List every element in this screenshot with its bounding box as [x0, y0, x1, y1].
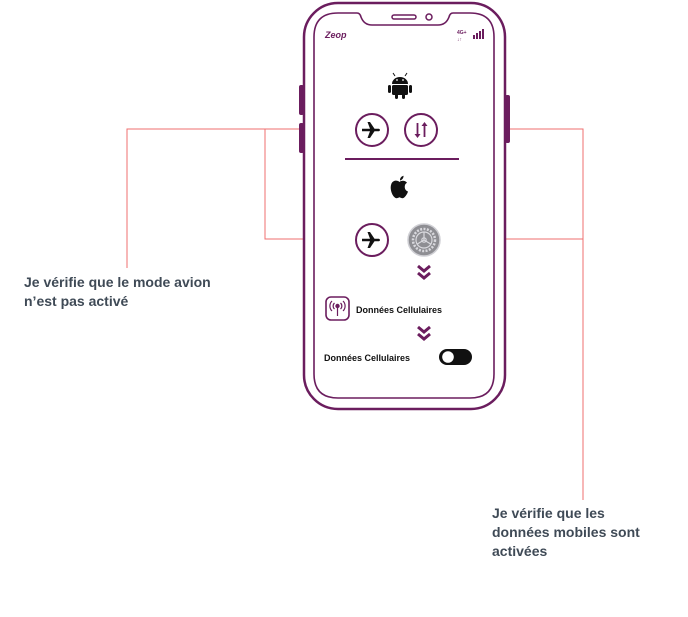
ios-airplane-mode-button[interactable] [355, 223, 389, 257]
brand-label: Zeop [324, 30, 347, 40]
cellular-toggle-label: Données Cellulaires [324, 353, 410, 363]
annotation-line: Je vérifie que les [492, 505, 605, 521]
data-transfer-icon [414, 122, 428, 138]
chevron-down-icon [417, 325, 431, 341]
airplane-icon [362, 122, 380, 138]
ios-settings-button[interactable] [407, 223, 441, 257]
annotation-line: activées [492, 543, 548, 559]
android-logo-icon [388, 72, 412, 99]
phone-frame [302, 1, 507, 411]
speaker-grill [391, 14, 417, 20]
connector-left-label [126, 128, 356, 268]
signal-bars-icon [473, 29, 484, 39]
phone-screen [313, 12, 495, 399]
cellular-data-toggle[interactable] [439, 349, 472, 365]
android-airplane-mode-button[interactable] [355, 113, 389, 147]
annotation-airplane-mode: Je vérifie que le mode avion n’est pas a… [24, 273, 244, 311]
chevron-down-icon [417, 264, 431, 280]
airplane-icon [362, 232, 380, 248]
front-camera [425, 13, 433, 21]
annotation-line: données mobiles sont [492, 524, 640, 540]
cellular-data-menu-item[interactable]: Données Cellulaires [325, 296, 442, 321]
apple-logo-icon [390, 175, 408, 199]
android-mobile-data-button[interactable] [404, 113, 438, 147]
annotation-mobile-data: Je vérifie que les données mobiles sont … [492, 504, 682, 561]
annotation-line: Je vérifie que le mode avion [24, 274, 211, 290]
settings-gear-icon [411, 227, 437, 253]
data-arrows-icon: ↓↑ [457, 37, 462, 43]
annotation-line: n’est pas activé [24, 293, 129, 309]
cellular-data-label: Données Cellulaires [356, 305, 442, 315]
network-type: 4G+ [457, 30, 467, 36]
